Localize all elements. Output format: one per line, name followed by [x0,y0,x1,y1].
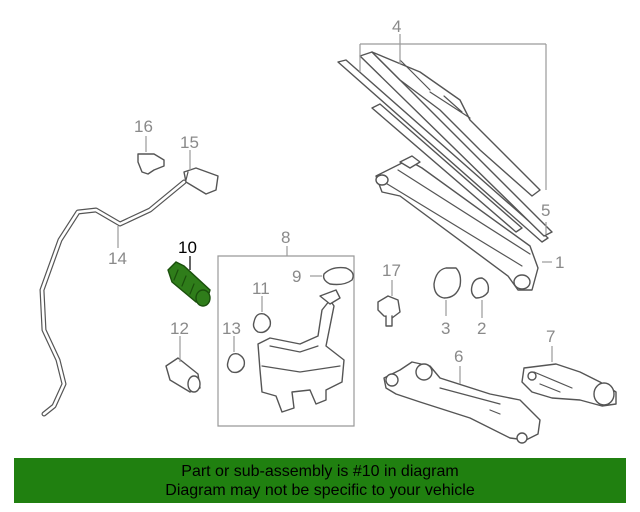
callout-5: 5 [541,201,550,220]
reservoir-assembly-box [217,255,355,427]
callout-16: 16 [134,117,153,136]
callout-8: 8 [281,228,290,247]
callout-15: 15 [180,133,199,152]
callout-3: 3 [441,319,450,338]
wiper-motor-part[interactable] [521,363,617,407]
callout-4: 4 [392,17,401,36]
notice-line-part: Part or sub-assembly is #10 in diagram [181,463,459,480]
grommet-part[interactable] [252,312,272,334]
callout-9: 9 [292,267,301,286]
washer-nozzle-part[interactable] [377,295,401,327]
callout-12: 12 [170,319,189,338]
callout-11: 11 [252,279,270,298]
washer-reservoir-part[interactable] [257,289,345,413]
pump-motor-part[interactable] [165,357,201,393]
callout-2: 2 [477,319,486,338]
callout-10: 10 [178,238,197,257]
pivot-cap-part[interactable] [433,267,462,299]
callout-1: 1 [555,253,564,272]
hose-connector-part[interactable] [183,167,219,195]
callout-13: 13 [222,319,241,338]
callout-6: 6 [454,347,463,366]
washer-pump-part[interactable] [167,261,211,307]
wiper-blade-part[interactable] [337,51,553,243]
leader-lines [117,34,553,384]
parts-diagram: 4 5 1 2 3 17 6 7 8 9 10 11 13 12 14 16 1… [39,17,617,444]
seal-part[interactable] [226,352,246,374]
hose-joint-part[interactable] [137,153,165,175]
pivot-nut-part[interactable] [470,277,490,299]
notice-line-disclaimer: Diagram may not be specific to your vehi… [165,482,475,499]
wiper-arm-part[interactable] [375,155,539,291]
notice-banner: Part or sub-assembly is #10 in diagram D… [14,458,626,503]
callout-7: 7 [546,327,555,346]
callout-17: 17 [382,261,401,280]
reservoir-cap-part[interactable] [322,266,354,286]
wiper-linkage-part[interactable] [383,361,541,444]
callout-14: 14 [108,249,127,268]
washer-hose-part[interactable] [39,179,187,417]
